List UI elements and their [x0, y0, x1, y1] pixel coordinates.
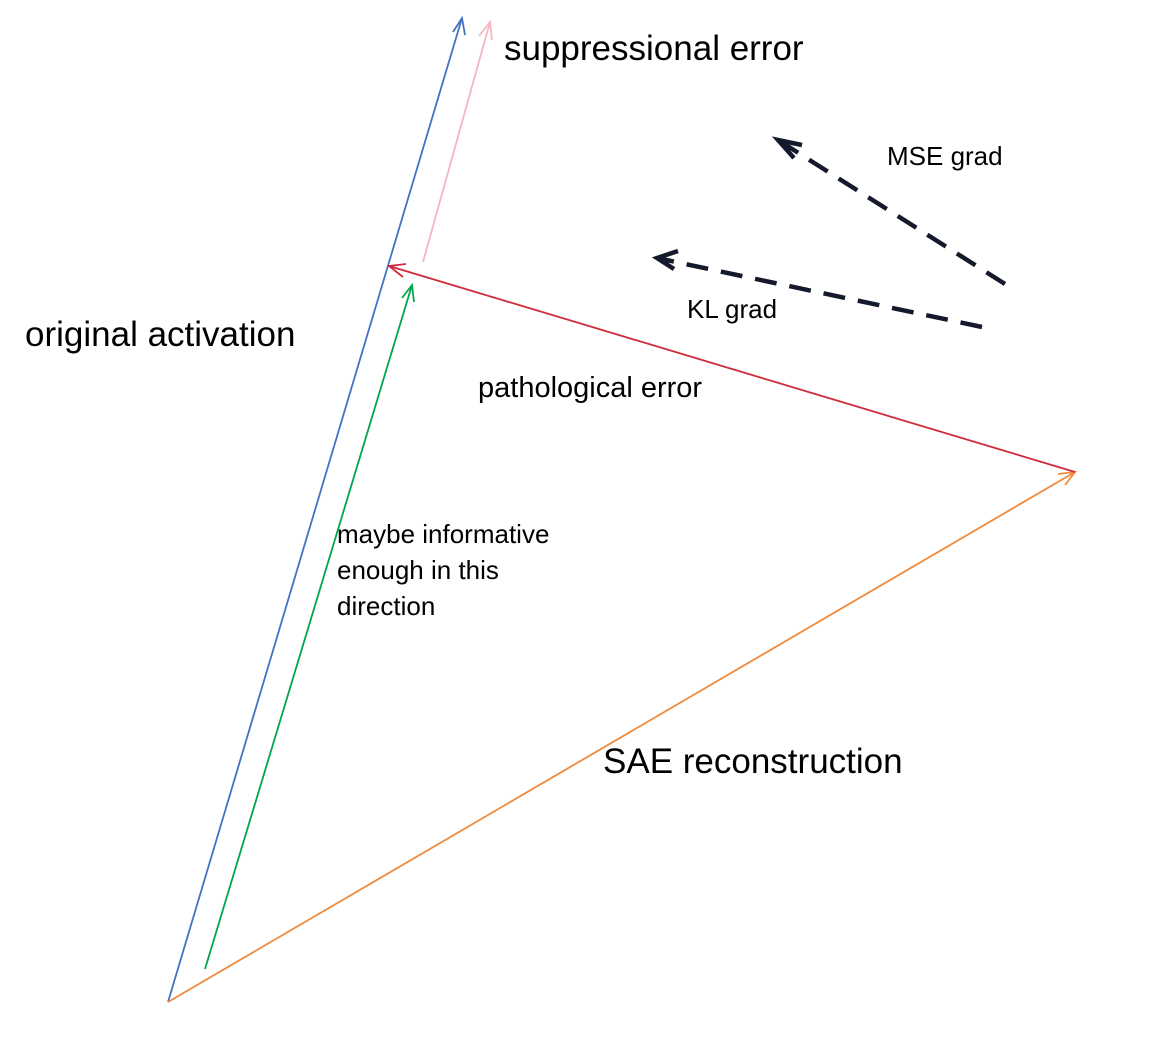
informative-direction-label-line1: maybe informative [337, 519, 550, 549]
suppressional-error-arrow [422, 19, 493, 263]
mse-grad-arrow [771, 136, 1007, 286]
suppressional-error-label: suppressional error [504, 29, 804, 68]
sae-reconstruction-arrow [167, 470, 1078, 1003]
pathological-error-arrow [386, 263, 1076, 473]
informative-direction-label: maybe informative enough in this directi… [337, 516, 617, 624]
mse-grad-label: MSE grad [887, 141, 1003, 171]
informative-direction-label-line2: enough in this [337, 555, 499, 585]
original-activation-arrow [167, 15, 466, 1003]
kl-grad-label: KL grad [687, 294, 778, 324]
informative-direction-arrow [204, 282, 415, 970]
informative-direction-label-line3: direction [337, 591, 436, 621]
pathological-error-label: pathological error [478, 372, 703, 404]
original-activation-label: original activation [25, 315, 296, 354]
kl-grad-arrow [651, 248, 983, 330]
sae-reconstruction-label: SAE reconstruction [603, 742, 903, 781]
